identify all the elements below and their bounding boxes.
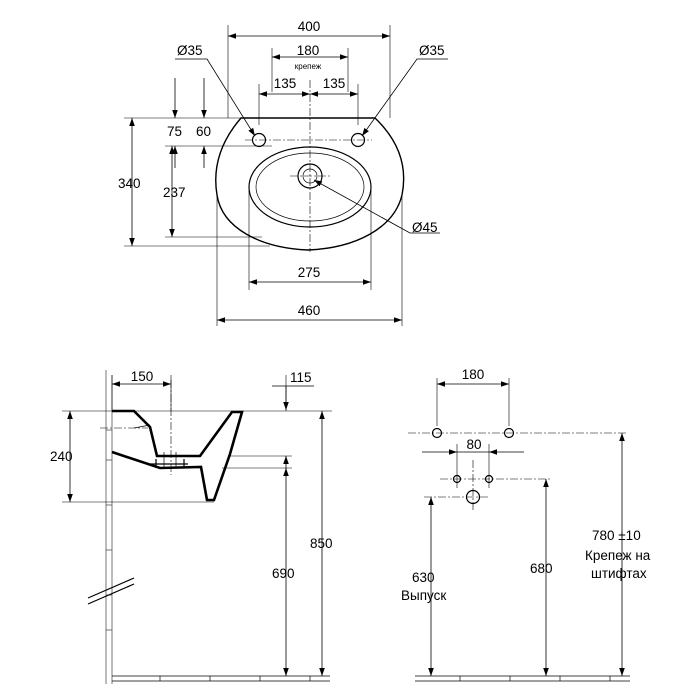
overflow-line	[133, 424, 151, 429]
break-mark-1	[87, 577, 135, 599]
dim-60: 60	[196, 124, 211, 139]
dim-75: 75	[167, 124, 182, 139]
dim-wall-780: 780 ±10	[592, 528, 641, 543]
label-krepezh: крепеж	[295, 62, 322, 71]
label-vypusk: Выпуск	[401, 588, 446, 603]
dim-hole-right-diameter: Ø35	[419, 43, 445, 58]
dim-237: 237	[163, 185, 186, 200]
dim-135-left: 135	[274, 76, 297, 91]
dim-135-right: 135	[323, 76, 346, 91]
dim-wall-180: 180	[462, 367, 485, 382]
dim-wall-80: 80	[466, 437, 481, 452]
side-view: 150 115 240 690 850	[50, 369, 333, 684]
dim-wall-680: 680	[530, 561, 553, 576]
label-krepezh-na: Крепеж на	[585, 548, 651, 563]
dim-150: 150	[131, 369, 154, 384]
basin-section	[111, 409, 244, 502]
wall-view: 180 80 630 Выпуск 680 780 ±10 Крепеж на …	[401, 367, 651, 682]
dim-wall-630: 630	[412, 570, 435, 585]
dim-drain-diameter: Ø45	[412, 220, 438, 235]
dim-400: 400	[298, 19, 321, 34]
leader-drain	[313, 179, 440, 234]
top-view: 400 180 крепеж 135 135 Ø35 Ø35 75 60 340	[118, 19, 448, 326]
dim-690: 690	[272, 566, 295, 581]
fixing-stud-right	[503, 427, 515, 439]
leader-hole-right	[361, 58, 448, 137]
dim-460: 460	[298, 303, 321, 318]
dim-240: 240	[50, 449, 73, 464]
fixing-stud-left	[431, 427, 443, 439]
dim-275: 275	[298, 265, 321, 280]
dim-115: 115	[290, 370, 312, 385]
waste-outlet	[465, 489, 481, 505]
supply-left	[452, 474, 462, 484]
dim-340: 340	[118, 176, 141, 191]
dim-hole-left-diameter: Ø35	[177, 43, 203, 58]
leader-hole-left	[175, 58, 256, 137]
supply-right	[484, 474, 494, 484]
break-mark-2	[87, 583, 135, 605]
dim-180: 180	[297, 43, 320, 58]
dim-850: 850	[310, 536, 333, 551]
label-shtiftakh: штифтах	[591, 566, 647, 581]
